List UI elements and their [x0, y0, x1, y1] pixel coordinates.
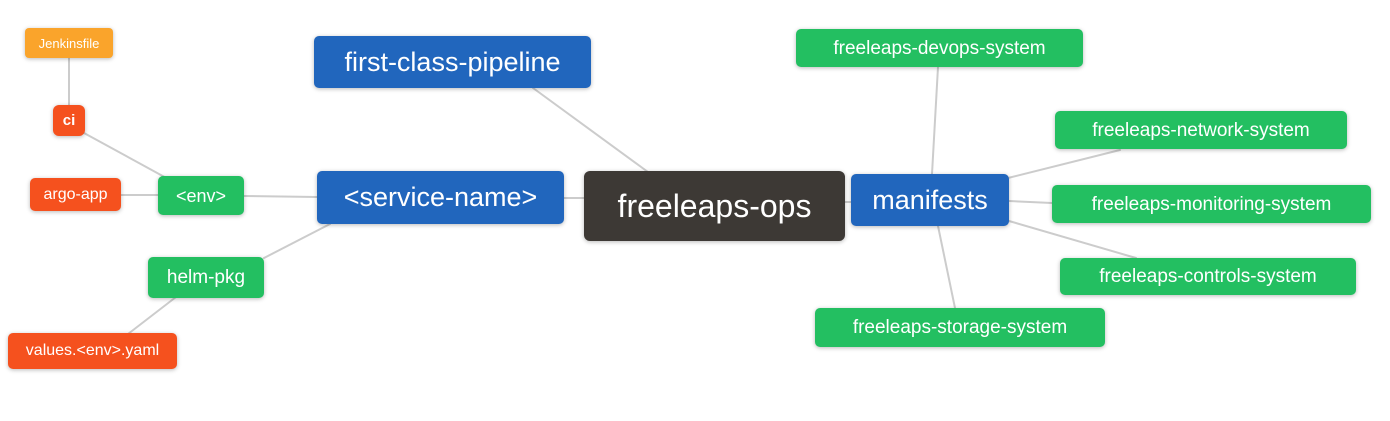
edge-ci-env	[83, 132, 171, 181]
node-freeleaps-ops[interactable]: freeleaps-ops	[584, 171, 845, 241]
edge-manifests-monitoring	[1008, 200, 1053, 204]
node-freeleaps-monitoring-system[interactable]: freeleaps-monitoring-system	[1052, 185, 1371, 223]
node-env[interactable]: <env>	[158, 176, 244, 215]
node-ci[interactable]: ci	[53, 105, 85, 136]
node-jenkinsfile[interactable]: Jenkinsfile	[25, 28, 113, 58]
edge-manifests-devops	[931, 66, 939, 175]
node-freeleaps-network-system[interactable]: freeleaps-network-system	[1055, 111, 1347, 149]
node-freeleaps-controls-system[interactable]: freeleaps-controls-system	[1060, 258, 1356, 295]
edge-servicename-helmpkg	[263, 223, 331, 259]
node-argo-app[interactable]: argo-app	[30, 178, 121, 211]
node-service-name[interactable]: <service-name>	[317, 171, 564, 224]
edge-env-servicename	[243, 195, 318, 198]
edge-manifests-network	[1007, 149, 1121, 179]
edge-manifests-storage	[937, 225, 956, 309]
node-freeleaps-storage-system[interactable]: freeleaps-storage-system	[815, 308, 1105, 347]
node-freeleaps-devops-system[interactable]: freeleaps-devops-system	[796, 29, 1083, 67]
node-manifests[interactable]: manifests	[851, 174, 1009, 226]
edge-helmpkg-values	[127, 296, 177, 335]
node-helm-pkg[interactable]: helm-pkg	[148, 257, 264, 298]
node-values-env-yaml[interactable]: values.<env>.yaml	[8, 333, 177, 369]
node-first-class-pipeline[interactable]: first-class-pipeline	[314, 36, 591, 88]
edge-pipeline-freeleapsops	[532, 87, 649, 173]
edge-manifests-controls	[1008, 220, 1137, 259]
